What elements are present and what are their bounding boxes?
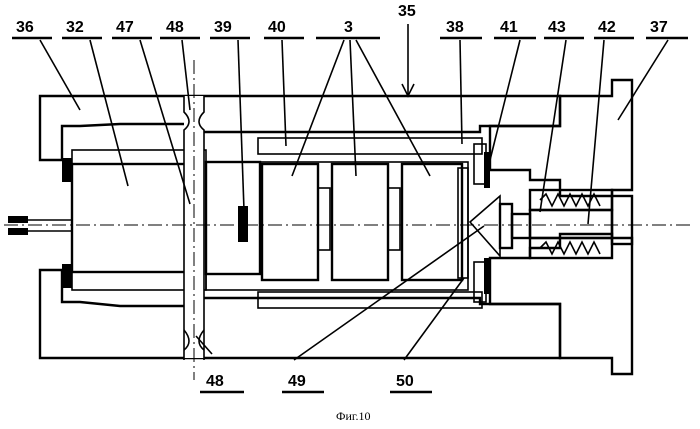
part-39-chamber — [206, 162, 260, 274]
label-40: 40 — [268, 19, 286, 36]
battery-cells — [262, 164, 468, 280]
inner-bore — [72, 150, 468, 290]
label-47: 47 — [116, 19, 134, 36]
label-48-bottom: 48 — [206, 373, 224, 390]
label-43: 43 — [548, 19, 566, 36]
label-37: 37 — [650, 19, 668, 36]
labels-bottom: 48 49 50 — [200, 373, 432, 392]
label-36: 36 — [16, 19, 34, 36]
left-end-caps — [62, 158, 72, 288]
label-35: 35 — [398, 3, 416, 20]
labels-top: 36 32 47 48 39 40 3 35 38 41 43 42 37 — [12, 3, 688, 38]
label-32: 32 — [66, 19, 84, 36]
label-42: 42 — [598, 19, 616, 36]
part-41-seal — [474, 144, 490, 302]
label-48-top: 48 — [166, 19, 184, 36]
label-38: 38 — [446, 19, 464, 36]
leader-lines — [40, 24, 668, 360]
label-50: 50 — [396, 373, 414, 390]
figure-caption: Фиг.10 — [336, 409, 370, 423]
contact-block — [238, 206, 248, 242]
label-39: 39 — [214, 19, 232, 36]
label-41: 41 — [500, 19, 518, 36]
label-49: 49 — [288, 373, 306, 390]
insulation-top — [258, 138, 482, 154]
label-3: 3 — [344, 19, 353, 36]
part-32-block — [72, 164, 192, 272]
